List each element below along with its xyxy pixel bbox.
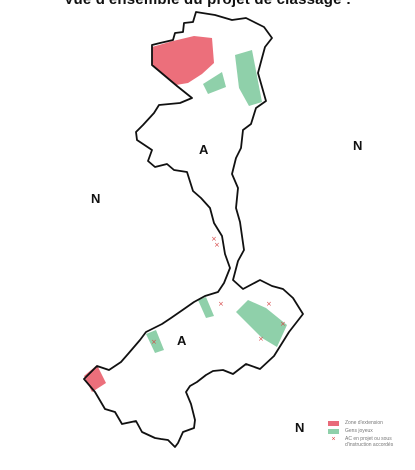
zone-label-n-west: N [91,191,101,206]
marker-cross-4: × [280,320,286,328]
marker-cross-5: × [258,335,264,343]
marker-cross-3: × [266,300,272,308]
marker-cross-7: × [218,300,224,308]
legend-label: Zone d'extension [345,420,383,426]
extension-zone-north [152,36,214,85]
marker-cross-6: × [151,338,157,346]
legend-item-extension: Zone d'extension [328,420,413,426]
marker-cross-2: × [214,241,220,249]
green-area-2 [203,72,226,94]
zone-boundary [83,11,304,448]
zone-label-a-south: A [177,333,187,348]
zone-label-a-north: A [199,142,209,157]
cross-marker-icon: × [331,436,336,443]
legend-item-green: Gens joyeux [328,428,413,434]
marker-cross-1: × [211,235,217,243]
legend-label: AC en projet ou sous d'instruction accor… [345,436,394,448]
zone-label-n-east: N [353,138,363,153]
map-legend: Zone d'extension Gens joyeux × AC en pro… [328,420,413,450]
red-swatch-icon [328,421,339,426]
green-area-1 [235,50,262,106]
green-area-3 [236,300,287,347]
page-title: Vue d'ensemble du projet de classage : [0,0,415,8]
legend-item-construction: × AC en projet ou sous d'instruction acc… [328,436,413,448]
green-area-5 [198,297,214,318]
green-area-4 [146,330,164,353]
green-swatch-icon [328,429,339,434]
zone-label-n-south: N [295,420,305,435]
legend-label: Gens joyeux [345,428,373,434]
